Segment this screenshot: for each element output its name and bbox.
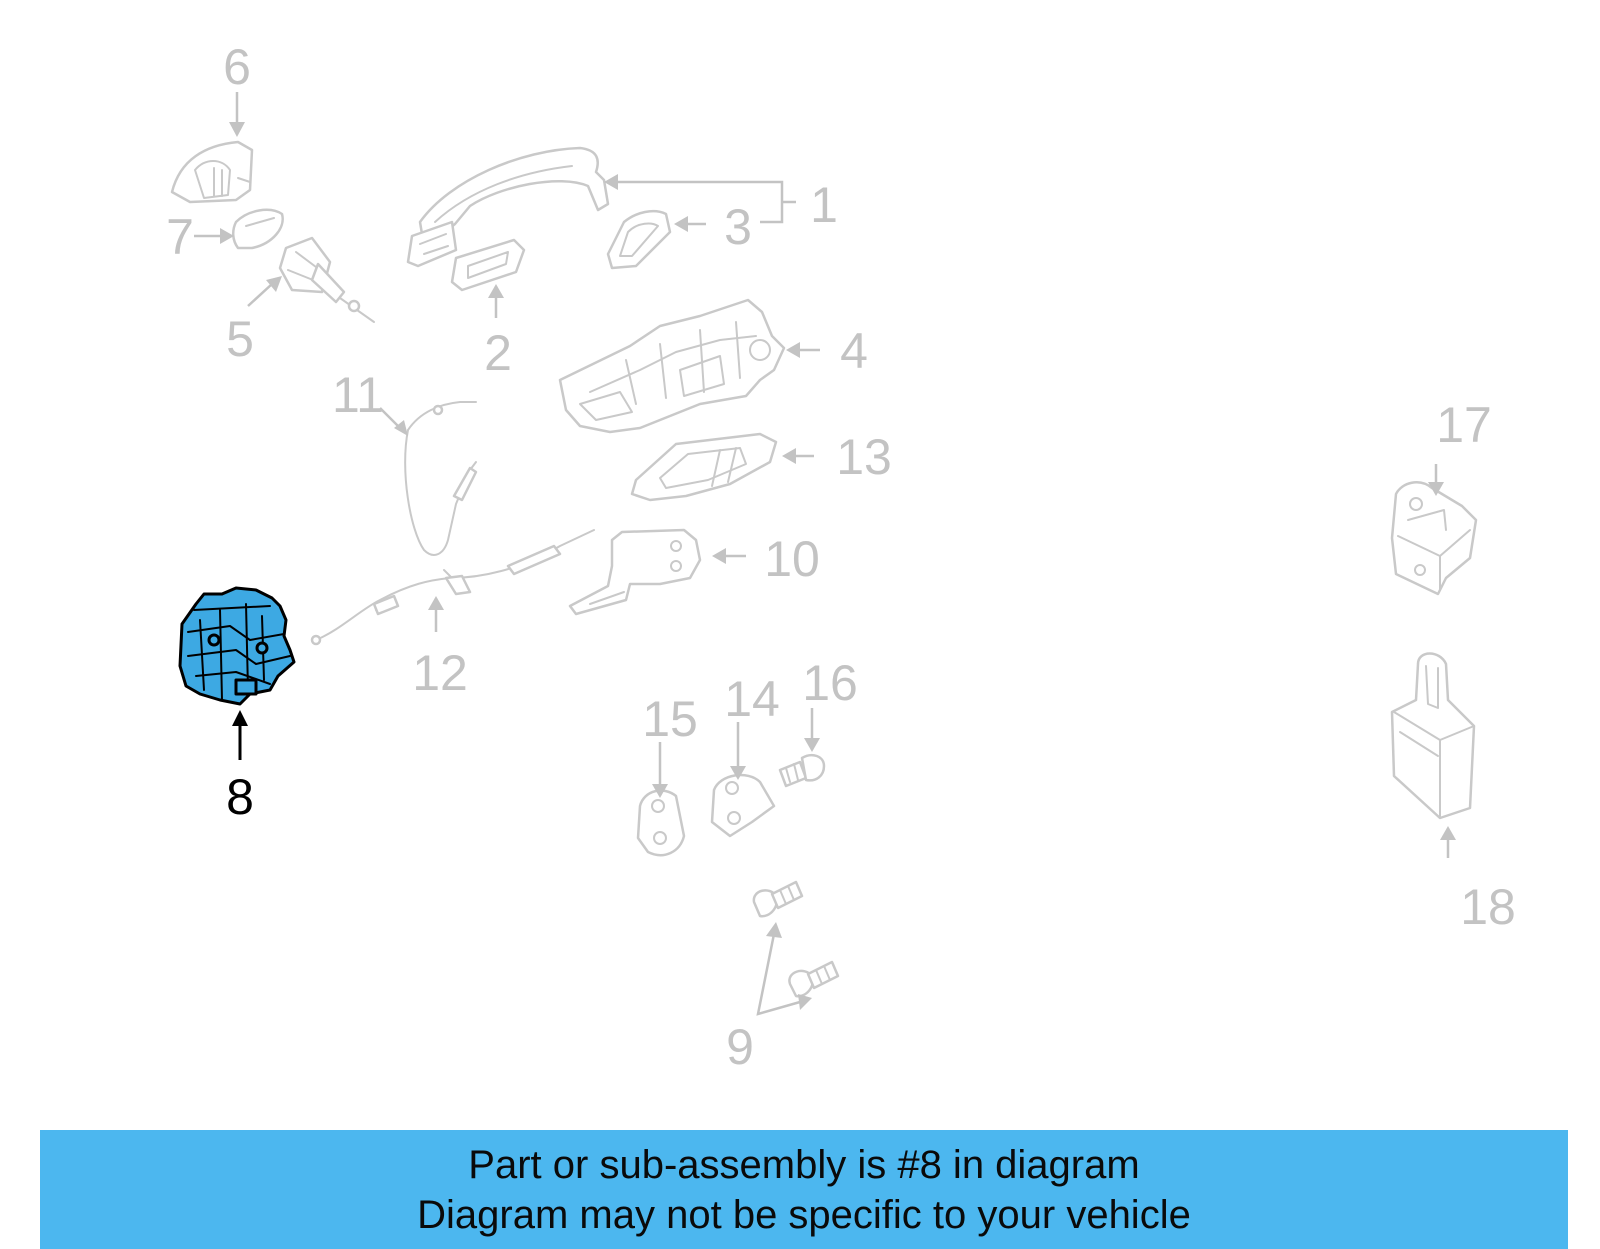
part-3-drawing	[606, 210, 672, 270]
part-14-drawing	[710, 773, 776, 838]
part-9-drawing	[752, 880, 840, 998]
info-banner: Part or sub-assembly is #8 in diagram Di…	[40, 1130, 1568, 1249]
callout-14: 14	[724, 671, 780, 727]
callout-13: 13	[836, 429, 892, 485]
callout-11: 11	[332, 367, 384, 423]
part-8-drawing	[178, 586, 296, 706]
callout-5: 5	[226, 311, 254, 367]
callout-9: 9	[726, 1019, 754, 1075]
part-15-drawing	[636, 789, 686, 857]
callout-10: 10	[764, 531, 820, 587]
part-2-drawing	[450, 238, 526, 292]
callout-17: 17	[1436, 397, 1492, 453]
part-5-drawing	[278, 236, 375, 323]
banner-line-1: Part or sub-assembly is #8 in diagram	[468, 1143, 1140, 1187]
callout-1: 1	[810, 177, 838, 233]
part-7-drawing	[232, 208, 284, 250]
callout-15: 15	[642, 691, 698, 747]
callout-18: 18	[1460, 879, 1516, 935]
callout-16: 16	[802, 655, 858, 711]
part-1-drawing	[406, 146, 610, 268]
part-6-drawing	[170, 140, 254, 204]
part-11-drawing	[404, 401, 478, 556]
callout-7: 7	[166, 209, 194, 265]
part-17-drawing	[1390, 481, 1478, 596]
banner-line-2: Diagram may not be specific to your vehi…	[417, 1193, 1191, 1237]
callout-12: 12	[412, 645, 468, 701]
part-16-drawing	[778, 754, 826, 788]
callout-2: 2	[484, 325, 512, 381]
part-13-drawing	[630, 432, 778, 502]
callout-3: 3	[724, 199, 752, 255]
part-18-drawing	[1390, 652, 1476, 820]
callout-8-highlighted: 8	[226, 769, 254, 825]
leader-lines	[194, 92, 1456, 1016]
callout-6: 6	[223, 39, 251, 95]
part-12-drawing	[310, 529, 595, 646]
callout-4: 4	[840, 323, 868, 379]
part-4-drawing	[558, 298, 786, 434]
part-10-drawing	[568, 528, 702, 616]
